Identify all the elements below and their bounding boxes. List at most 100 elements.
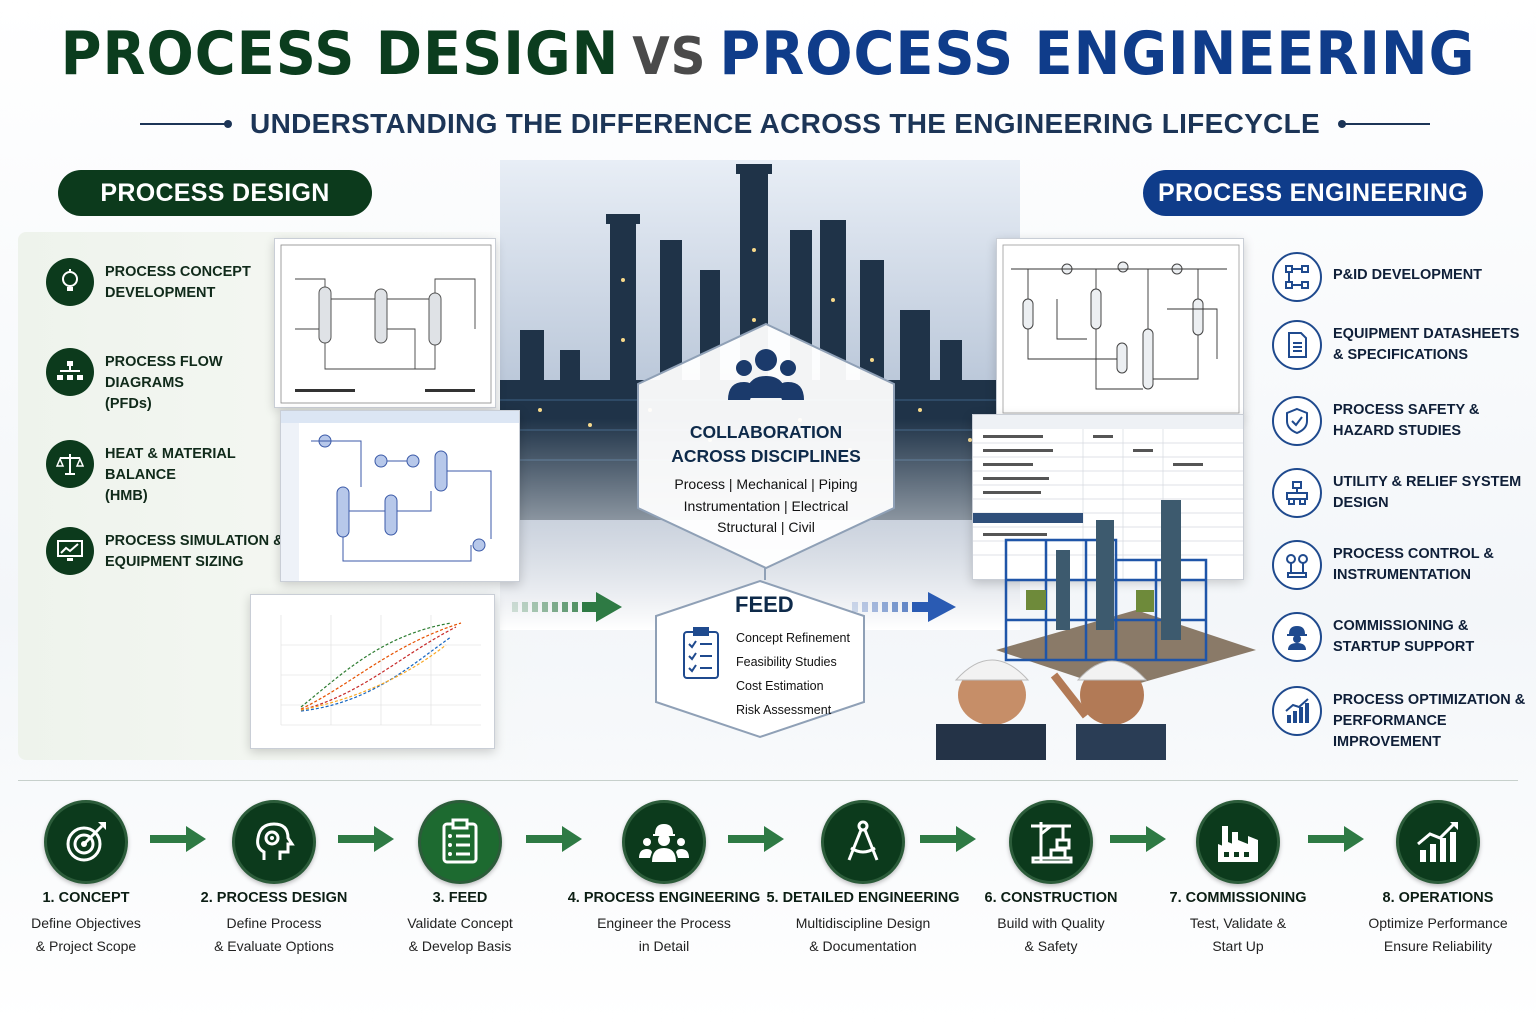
lifecycle-step-label: 8. OPERATIONS: [1382, 890, 1494, 906]
lifecycle-arrow: [150, 826, 206, 852]
lifecycle-step-label: 7. COMMISSIONING: [1169, 890, 1307, 906]
engineer-1: [936, 659, 1046, 760]
subtitle: UNDERSTANDING THE DIFFERENCE ACROSS THE …: [250, 108, 1320, 139]
lifecycle-step-description: Define Process& Evaluate Options: [214, 915, 334, 954]
lifecycle-step-concept: 1. CONCEPT Define Objectives& Project Sc…: [0, 800, 186, 958]
lifecycle-step-detailed-engineering: 5. DETAILED ENGINEERING Multidiscipline …: [763, 800, 963, 958]
engineering-item-text: COMMISSIONING &STARTUP SUPPORT: [1333, 618, 1475, 655]
lifecycle-step-description: Build with Quality& Safety: [997, 915, 1105, 954]
lifecycle-step-label: 6. CONSTRUCTION: [984, 890, 1118, 906]
subtitle-right-rule: [1337, 120, 1431, 128]
lifecycle-arrow: [1110, 826, 1166, 852]
lifecycle-step-commissioning: 7. COMMISSIONING Test, Validate &Start U…: [1138, 800, 1338, 958]
design-item-simulation: PROCESS SIMULATION &EQUIPMENT SIZING: [46, 527, 286, 587]
title-process-engineering: PROCESS ENGINEERING: [719, 19, 1476, 89]
engineering-item-text: EQUIPMENT DATASHEETS& SPECIFICATIONS: [1333, 326, 1520, 363]
bar-growth-icon: [1272, 686, 1322, 736]
lifecycle-arrow: [1308, 826, 1364, 852]
clipboard-checklist-icon: [683, 627, 719, 679]
subtitle-row: UNDERSTANDING THE DIFFERENCE ACROSS THE …: [140, 106, 1431, 142]
compass-icon: [821, 800, 905, 884]
lifecycle-step-label: 3. FEED: [432, 890, 488, 906]
feed-hexagon: [655, 579, 865, 739]
design-item-text: HEAT & MATERIAL BALANCE(HMB): [105, 446, 236, 504]
growth-chart-icon: [1396, 800, 1480, 884]
title-vs: VS: [632, 27, 707, 87]
feed-item: Feasibility Studies: [736, 655, 837, 669]
title-process-design: PROCESS DESIGN: [60, 19, 620, 89]
lifecycle-step-feed: 3. FEED Validate Concept& Develop Basis: [360, 800, 560, 958]
datasheet-icon: [1272, 320, 1322, 370]
design-item-pfd: PROCESS FLOW DIAGRAMS(PFDs): [46, 348, 286, 412]
design-item-text: PROCESS FLOW DIAGRAMS(PFDs): [105, 354, 223, 412]
process-engineering-header: PROCESS ENGINEERING: [1143, 170, 1483, 216]
engineering-item-optimization: PROCESS OPTIMIZATION &PERFORMANCE IMPROV…: [1272, 686, 1530, 750]
engineering-item-control: PROCESS CONTROL &INSTRUMENTATION: [1272, 540, 1530, 600]
lifecycle-step-label: 4. PROCESS ENGINEERING: [567, 890, 761, 906]
lifecycle-step-process-engineering: 4. PROCESS ENGINEERING Engineer the Proc…: [564, 800, 764, 958]
lifecycle-step-description: Multidiscipline Design& Documentation: [795, 915, 931, 954]
hardhat-worker-icon: [1272, 612, 1322, 662]
subtitle-left-rule: [140, 120, 233, 128]
feed-title: FEED: [735, 592, 794, 617]
control-loop-icon: [1272, 540, 1322, 590]
hexagon-connector: [764, 568, 766, 580]
engineers-team-icon: [622, 800, 706, 884]
monitor-chart-icon: [46, 527, 94, 575]
feed-item: Cost Estimation: [736, 679, 824, 693]
pid-drawing-thumbnail: [996, 238, 1244, 418]
engineering-item-text: P&ID DEVELOPMENT: [1333, 267, 1483, 283]
clipboard-icon: [418, 800, 502, 884]
team-icon: [728, 349, 804, 400]
lifecycle-step-label: 5. DETAILED ENGINEERING: [766, 890, 960, 906]
simulation-software-thumbnail: [280, 410, 520, 582]
equipment-datasheet-thumbnail: [972, 414, 1244, 580]
lifecycle-step-description: Test, Validate &Start Up: [1189, 915, 1287, 954]
lifecycle-arrow: [338, 826, 394, 852]
engineering-item-text: PROCESS OPTIMIZATION &PERFORMANCE IMPROV…: [1333, 692, 1526, 750]
performance-curves-thumbnail: [250, 594, 495, 749]
lifecycle-step-description: Validate Concept& Develop Basis: [407, 915, 513, 954]
target-icon: [44, 800, 128, 884]
collaboration-hexagon: [637, 322, 895, 570]
lifecycle-step-construction: 6. CONSTRUCTION Build with Quality& Safe…: [951, 800, 1151, 958]
pfd-drawing-thumbnail: [274, 238, 496, 408]
feed-item: Risk Assessment: [736, 703, 832, 717]
engineering-item-commissioning: COMMISSIONING &STARTUP SUPPORT: [1272, 612, 1530, 672]
engineering-item-text: PROCESS SAFETY &HAZARD STUDIES: [1333, 402, 1480, 439]
engineer-2: [1050, 660, 1166, 760]
head-gear-icon: [232, 800, 316, 884]
engineering-item-datasheets: EQUIPMENT DATASHEETS& SPECIFICATIONS: [1272, 320, 1530, 380]
plant-model-with-engineers: [936, 480, 1276, 760]
green-dotted-arrow: [512, 592, 622, 622]
engineering-item-safety: PROCESS SAFETY &HAZARD STUDIES: [1272, 396, 1530, 456]
engineering-item-text: PROCESS CONTROL &INSTRUMENTATION: [1333, 546, 1494, 583]
lifecycle-step-description: Define Objectives& Project Scope: [31, 915, 141, 954]
section-divider: [18, 780, 1518, 781]
feed-item: Concept Refinement: [736, 631, 850, 645]
lightbulb-icon: [46, 258, 94, 306]
lifecycle-step-label: 2. PROCESS DESIGN: [200, 890, 348, 906]
valve-icon: [1272, 468, 1322, 518]
process-design-header: PROCESS DESIGN: [58, 170, 372, 216]
lifecycle-arrow: [728, 826, 784, 852]
lifecycle-step-process-design: 2. PROCESS DESIGN Define Process& Evalua…: [174, 800, 374, 958]
lifecycle-arrow: [920, 826, 976, 852]
blue-dotted-arrow: [852, 592, 956, 622]
factory-icon: [1196, 800, 1280, 884]
crane-icon: [1009, 800, 1093, 884]
design-item-text: PROCESS SIMULATION &EQUIPMENT SIZING: [105, 533, 284, 570]
engineering-item-pid: P&ID DEVELOPMENT: [1272, 252, 1530, 312]
flow-diagram-icon: [46, 348, 94, 396]
balance-scale-icon: [46, 440, 94, 488]
shield-check-icon: [1272, 396, 1322, 446]
